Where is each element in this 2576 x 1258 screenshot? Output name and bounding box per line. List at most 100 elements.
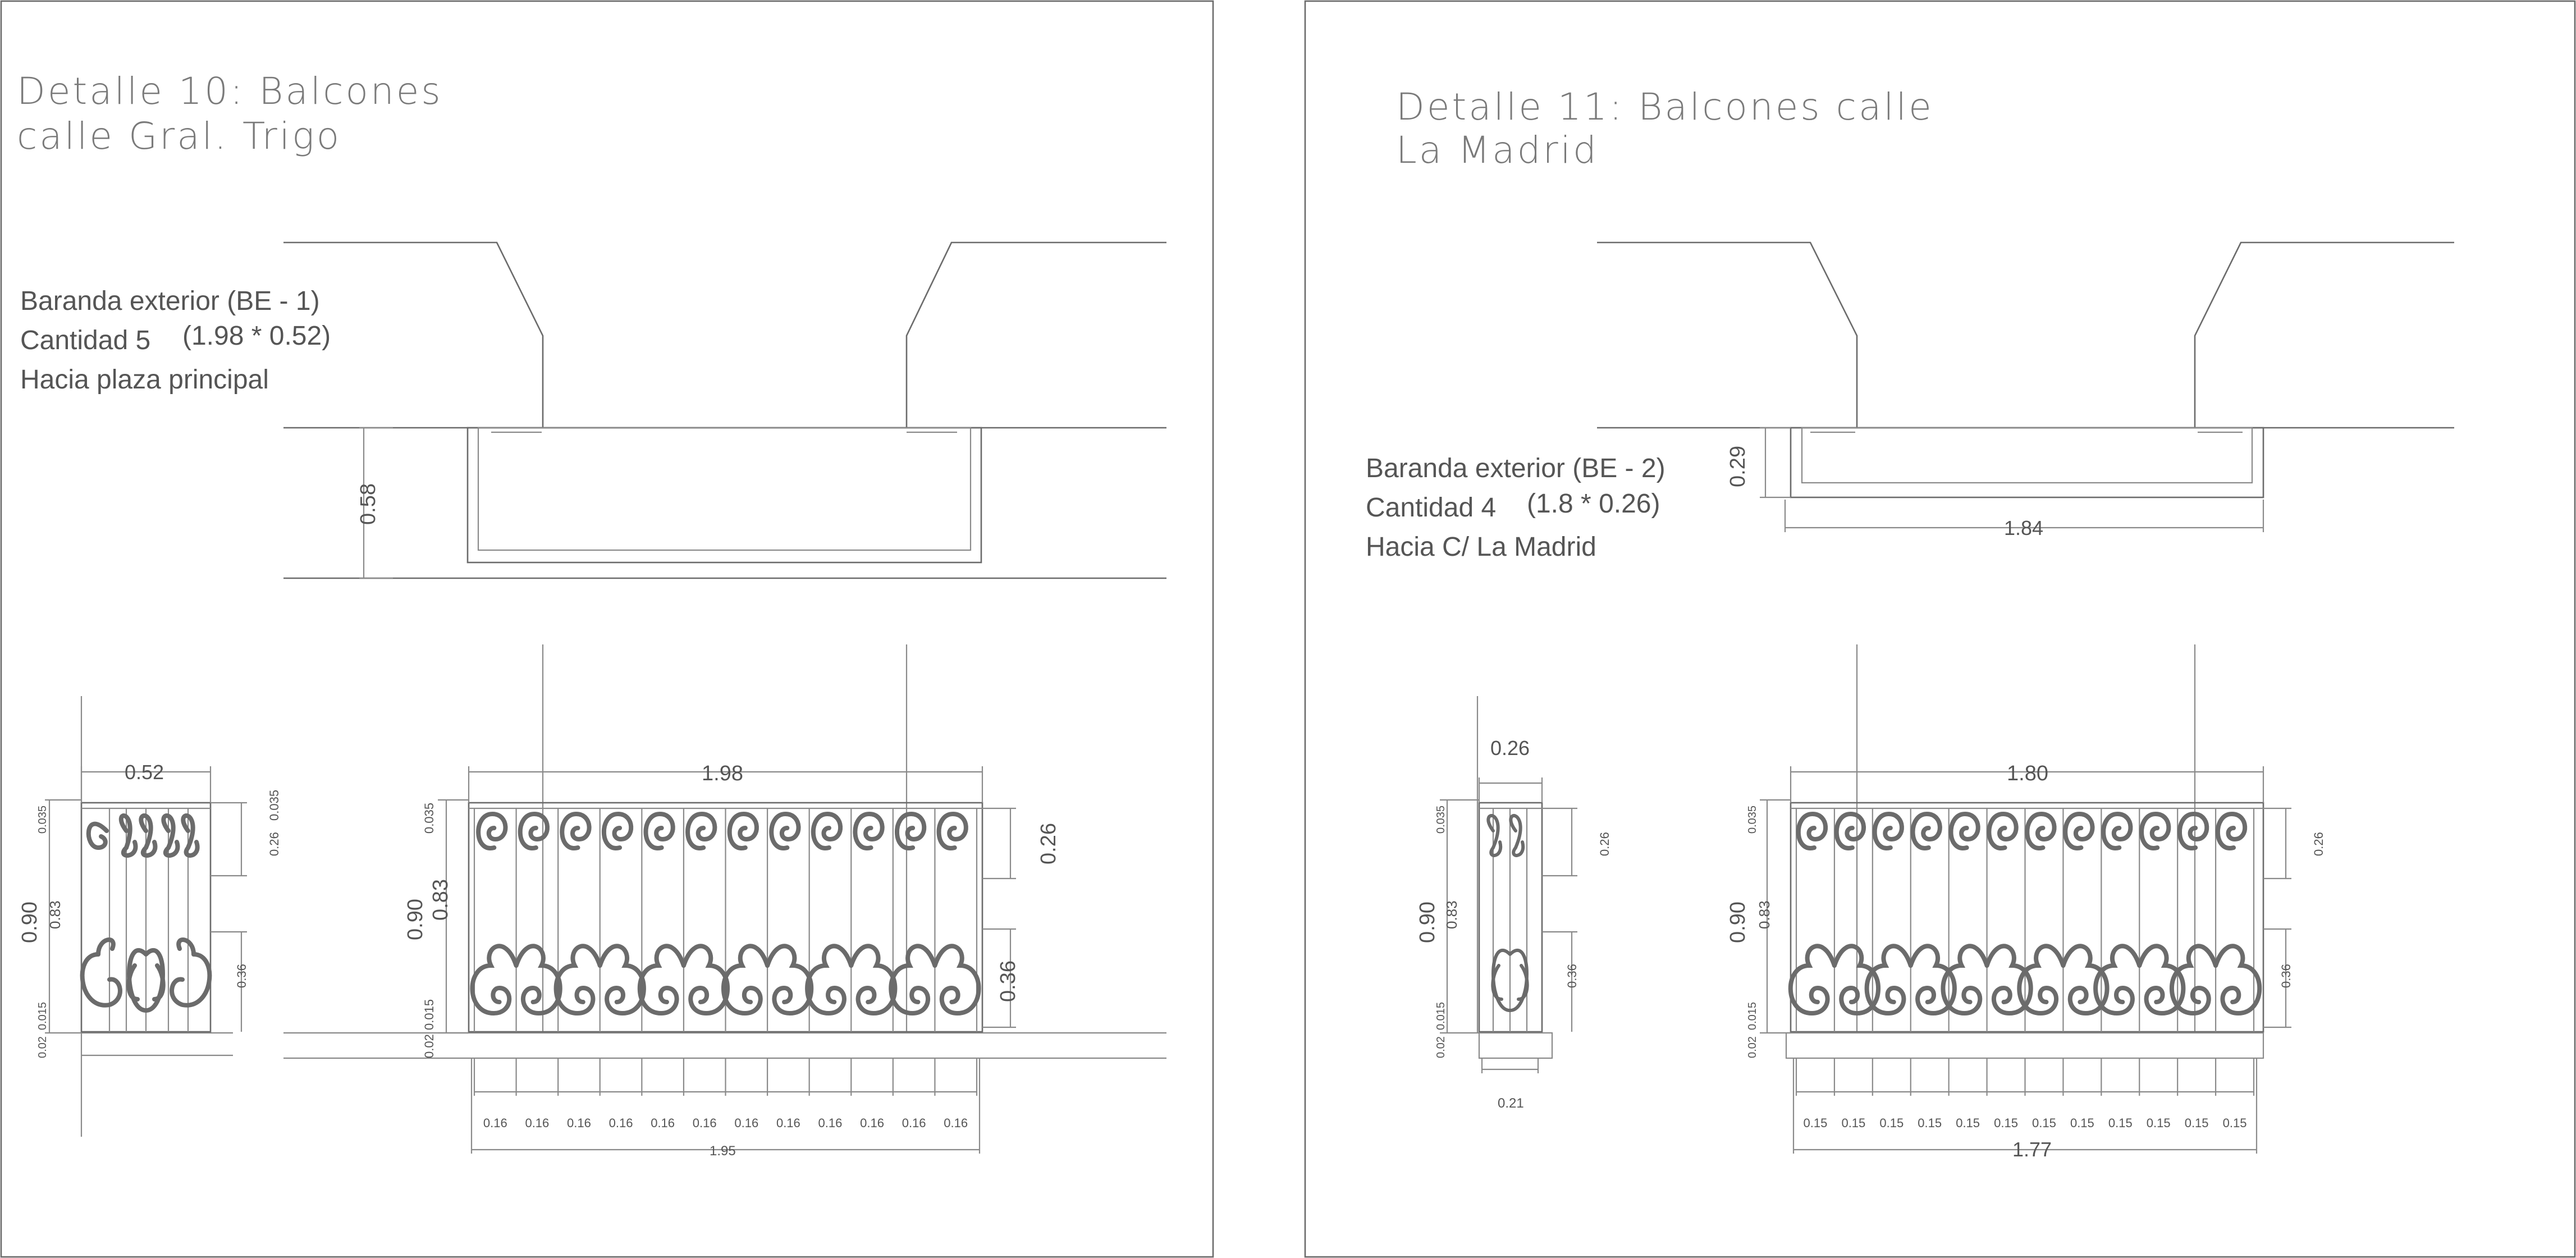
detail11-front-upper: 0.26 bbox=[2312, 832, 2326, 856]
detail10-lower-scroll-right bbox=[597, 944, 646, 1016]
detail11-spacing-label: 0.15 bbox=[1956, 1116, 1980, 1130]
detail11-side-inner: 0.83 bbox=[1443, 900, 1460, 929]
detail10-lower-scroll-left bbox=[889, 944, 937, 1016]
detail11-side-elevation: 0.26 0.90 0.83 0.035 0.015 0.02 0.26 0.3… bbox=[1416, 696, 1612, 1111]
detail11-lower-scroll-left bbox=[2017, 944, 2066, 1016]
detail10-bottom-total: 1.95 bbox=[710, 1143, 736, 1159]
detail11-lower-scroll-right bbox=[2213, 944, 2262, 1016]
detail11-upper-scroll bbox=[1948, 811, 1980, 850]
detail11-lower-scroll-left bbox=[2093, 944, 2142, 1016]
detail10-spacing-label: 0.16 bbox=[902, 1116, 926, 1130]
detail10-lower-scroll-left bbox=[553, 944, 602, 1016]
detail10-upper-scroll bbox=[476, 811, 508, 850]
detail10-spacing-label: 0.16 bbox=[776, 1116, 800, 1130]
detail10-lower-scroll-right bbox=[681, 944, 730, 1016]
detail11-plan-view: 0.29 1.84 bbox=[1597, 241, 2454, 539]
detail10-front-base: 0.02 bbox=[422, 1034, 436, 1058]
detail11-upper-scroll bbox=[2139, 811, 2171, 850]
detail10-spacing-label: 0.16 bbox=[651, 1116, 675, 1130]
detail11-plan-width: 1.84 bbox=[2004, 516, 2043, 539]
detail11-front-base: 0.02 bbox=[1746, 1036, 1759, 1058]
detail11-spacing-label: 0.15 bbox=[2032, 1116, 2056, 1130]
detail10-front-lower: 0.36 bbox=[996, 960, 1020, 1002]
detail10-upper-scroll bbox=[685, 811, 717, 850]
detail10-front-elevation: 1.98 0.90 0.83 0.035 0.015 0.02 0.26 0.3… bbox=[283, 644, 1166, 1159]
detail10-front-upper: 0.26 bbox=[1037, 823, 1060, 864]
detail11-bottom-total: 1.77 bbox=[2012, 1138, 2052, 1161]
detail10-side-top-r: 0.035 bbox=[267, 790, 281, 821]
detail10-spacing-label: 0.16 bbox=[860, 1116, 884, 1130]
detail11-front-height: 0.90 bbox=[1726, 902, 1750, 943]
detail11-upper-scroll bbox=[1796, 811, 1828, 850]
detail11-upper-scroll bbox=[1910, 811, 1942, 850]
detail10-lower-scroll-right bbox=[932, 944, 981, 1016]
detail10-spacing-label: 0.16 bbox=[818, 1116, 843, 1130]
detail10-spacing-label: 0.16 bbox=[525, 1116, 549, 1130]
detail10-spacing-label: 0.16 bbox=[609, 1116, 633, 1130]
detail11-spacing-label: 0.15 bbox=[2070, 1116, 2094, 1130]
detail11-spacing-label: 0.15 bbox=[1841, 1116, 1865, 1130]
detail11-note-line2: Cantidad 4 bbox=[1366, 493, 1496, 523]
detail11-side-upper: 0.26 bbox=[1598, 832, 1612, 856]
detail10-note-line3: Hacia plaza principal bbox=[20, 365, 269, 395]
detail10-note-line2b: (1.98 * 0.52) bbox=[182, 321, 331, 351]
detail10-spacing-label: 0.16 bbox=[693, 1116, 717, 1130]
detail10-upper-scroll bbox=[853, 811, 885, 850]
detail11-spacing-label: 0.15 bbox=[1994, 1116, 2018, 1130]
detail11-upper-scroll bbox=[2101, 811, 2133, 850]
detail11-spacing-label: 0.15 bbox=[2108, 1116, 2133, 1130]
detail10-side-inner: 0.83 bbox=[47, 900, 63, 929]
sheet-frame-left bbox=[0, 0, 1214, 1258]
detail11-side-foot: 0.21 bbox=[1498, 1096, 1524, 1111]
detail11-spacing-label: 0.15 bbox=[1804, 1116, 1828, 1130]
detail11-spacing-label: 0.15 bbox=[1918, 1116, 1942, 1130]
detail10-spacing-label: 0.16 bbox=[567, 1116, 591, 1130]
detail10-side-base: 0.02 bbox=[36, 1036, 49, 1058]
detail10-note-line1: Baranda exterior (BE - 1) bbox=[20, 286, 320, 316]
detail11-note-line3: Hacia C/ La Madrid bbox=[1366, 532, 1596, 562]
detail11-title-line1: Detalle 11: Balcones calle bbox=[1396, 85, 1934, 129]
detail11-upper-scroll bbox=[1834, 811, 1866, 850]
detail10-front-inner: 0.83 bbox=[429, 879, 452, 921]
detail11-spacing-label: 0.15 bbox=[1879, 1116, 1904, 1130]
detail11-upper-scroll bbox=[1872, 811, 1904, 850]
detail10-side-bottom: 0.015 bbox=[36, 1002, 49, 1030]
detail10-lower-scroll-left bbox=[637, 944, 686, 1016]
detail10-lower-scroll-left bbox=[721, 944, 770, 1016]
detail10-plan-depth: 0.58 bbox=[356, 483, 380, 525]
detail10-lower-scroll-left bbox=[470, 944, 519, 1016]
detail11-side-top: 0.035 bbox=[1435, 806, 1447, 834]
detail11-front-bottom: 0.015 bbox=[1746, 1002, 1759, 1030]
detail11-upper-scroll bbox=[2215, 811, 2248, 850]
detail11-front-inner: 0.83 bbox=[1756, 900, 1773, 929]
detail10-upper-scroll bbox=[727, 811, 759, 850]
detail11-lower-scroll-left bbox=[1788, 944, 1837, 1016]
sheet-frame-right bbox=[1304, 0, 2576, 1258]
detail11-front-lower: 0.36 bbox=[2279, 964, 2293, 988]
detail11-lower-scroll-left bbox=[1941, 944, 1989, 1016]
detail11-front-width: 1.80 bbox=[2007, 762, 2048, 785]
detail10-upper-scroll bbox=[560, 811, 592, 850]
detail10-lower-scroll-right bbox=[765, 944, 814, 1016]
detail11-upper-scroll bbox=[1987, 811, 2019, 850]
detail10-side-upper: 0.26 bbox=[267, 832, 281, 856]
detail11-lower-scroll-left bbox=[2169, 944, 2218, 1016]
detail10-upper-scroll bbox=[601, 811, 634, 850]
detail11-side-bottom: 0.015 bbox=[1435, 1002, 1447, 1030]
detail10-upper-scroll bbox=[769, 811, 801, 850]
detail10-upper-scroll bbox=[643, 811, 675, 850]
detail11-side-base: 0.02 bbox=[1435, 1036, 1447, 1058]
detail10-upper-scroll bbox=[895, 811, 927, 850]
detail10-side-height: 0.90 bbox=[18, 902, 42, 943]
detail10-lower-scroll-left bbox=[805, 944, 854, 1016]
detail11-note-line2b: (1.8 * 0.26) bbox=[1527, 489, 1660, 519]
detail11-front-top: 0.035 bbox=[1746, 806, 1759, 834]
detail10-side-top: 0.035 bbox=[36, 806, 49, 834]
detail10-spacing-label: 0.16 bbox=[944, 1116, 968, 1130]
detail10-title-line1: Detalle 10: Balcones bbox=[17, 70, 443, 113]
detail11-side-lower: 0.36 bbox=[1565, 964, 1579, 988]
detail11-front-elevation: 1.80 0.90 0.83 0.035 0.015 0.02 0.26 0.3… bbox=[1726, 644, 2326, 1161]
detail10-front-bottom: 0.015 bbox=[422, 999, 436, 1030]
detail11-spacing-label: 0.15 bbox=[2185, 1116, 2209, 1130]
